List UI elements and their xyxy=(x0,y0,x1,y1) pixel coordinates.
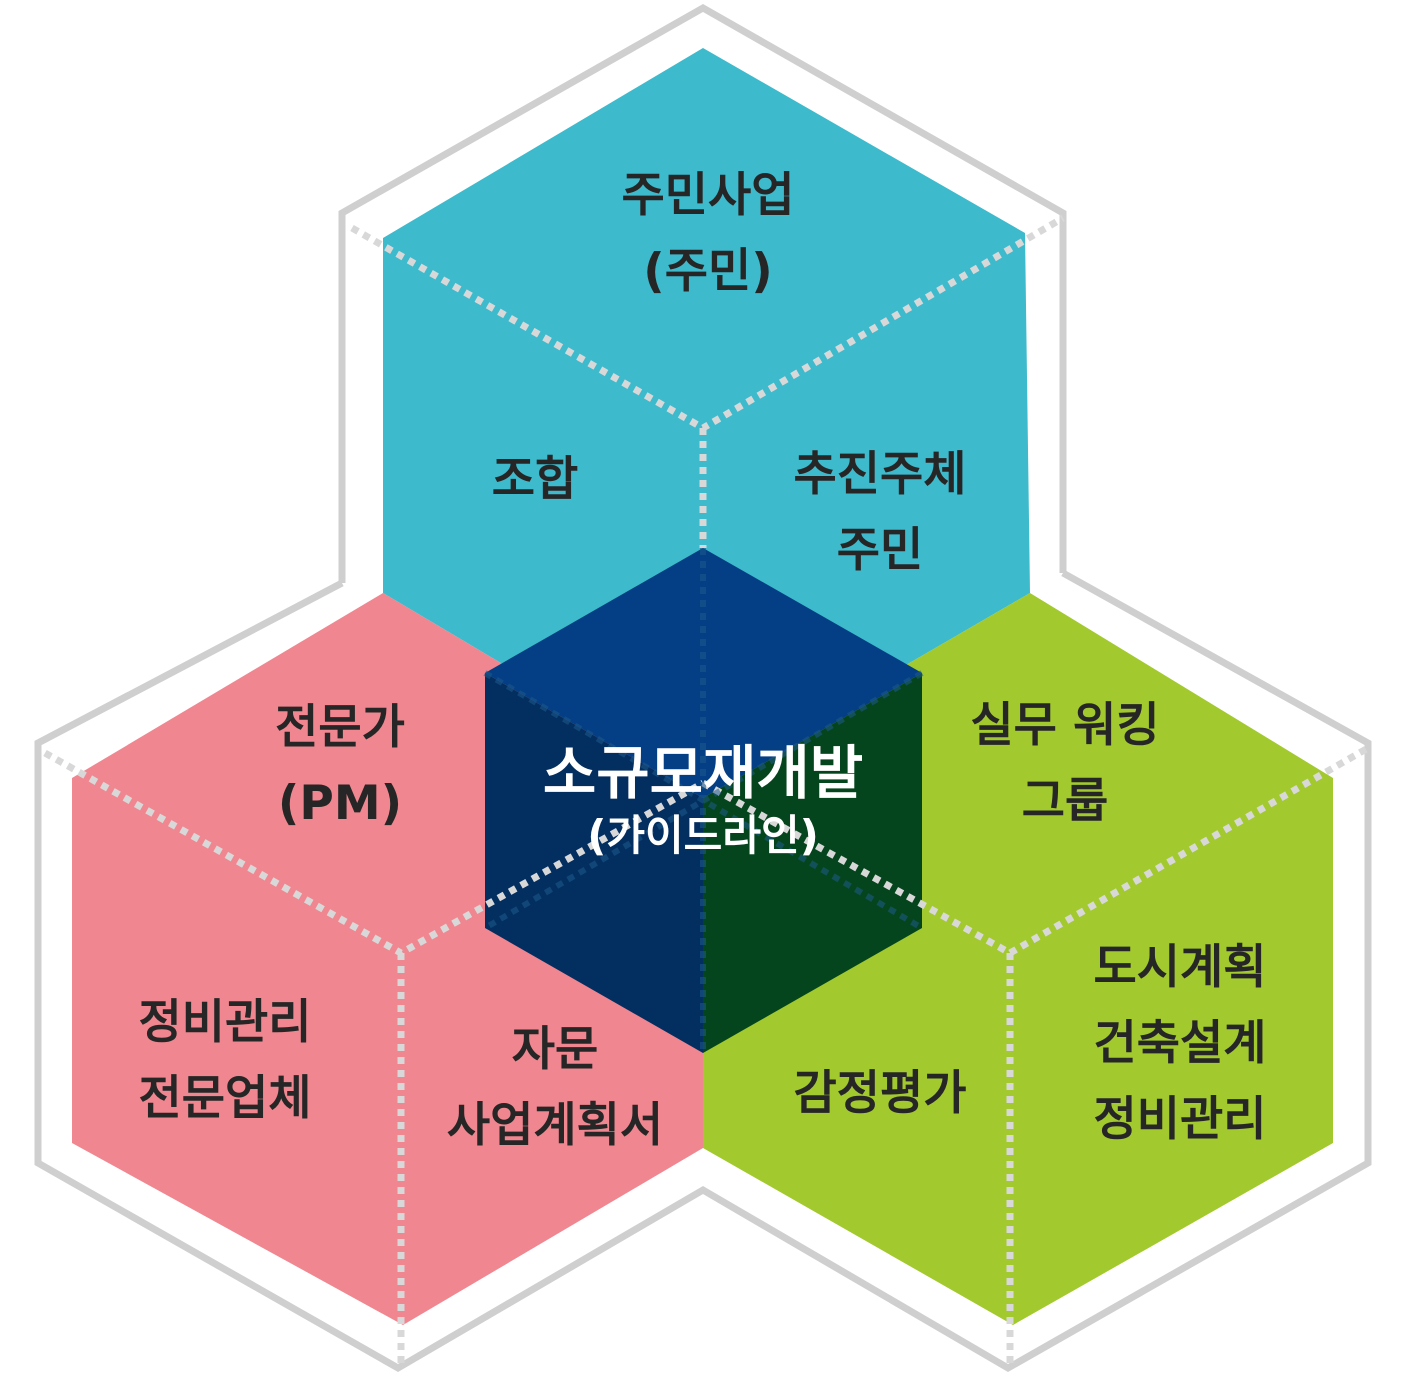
center-subtitle: (가이드라인) xyxy=(587,811,819,860)
label-left-top: 전문가 (PM) xyxy=(210,690,470,842)
label-top-top: 주민사업 (주민) xyxy=(558,158,858,310)
label-line: 정비관리 xyxy=(1093,1092,1267,1147)
top-hexagon xyxy=(383,48,1030,783)
label-line: 그룹 xyxy=(1021,774,1109,829)
label-right-right: 도시계획 건축설계 정비관리 xyxy=(1045,930,1315,1158)
outer-outline xyxy=(34,3,1372,1373)
label-line: 사업계획서 xyxy=(446,1098,664,1153)
label-line: (PM) xyxy=(277,776,403,831)
label-left-right: 자문 사업계획서 xyxy=(420,1012,690,1164)
center-top-face xyxy=(485,548,922,798)
label-line: 전문업체 xyxy=(138,1071,312,1126)
label-line: 조합 xyxy=(491,452,579,507)
label-line: 건축설계 xyxy=(1093,1016,1267,1071)
center-title: 소규모재개발 xyxy=(542,739,864,807)
center-dotted-lines xyxy=(483,548,924,1053)
label-line: 자문 xyxy=(511,1022,599,1077)
label-right-left: 감정평가 xyxy=(740,1056,1020,1132)
label-line: 전문가 xyxy=(275,700,405,755)
label-line: 도시계획 xyxy=(1093,940,1267,995)
label-left-left: 정비관리 전문업체 xyxy=(95,985,355,1137)
label-top-right: 추진주체 주민 xyxy=(740,437,1020,589)
label-line: 주민사업 xyxy=(621,168,795,223)
label-top-left: 조합 xyxy=(435,442,635,518)
label-right-top: 실무 워킹 그룹 xyxy=(925,688,1205,840)
dotted-separators xyxy=(43,214,1370,1368)
center-label: 소규모재개발 (가이드라인) xyxy=(473,736,933,862)
label-line: 추진주체 xyxy=(793,447,967,502)
label-line: (주민) xyxy=(643,244,773,299)
label-line: 정비관리 xyxy=(138,995,312,1050)
label-line: 주민 xyxy=(836,523,924,578)
label-line: 실무 워킹 xyxy=(970,698,1160,753)
label-line: 감정평가 xyxy=(793,1066,967,1121)
